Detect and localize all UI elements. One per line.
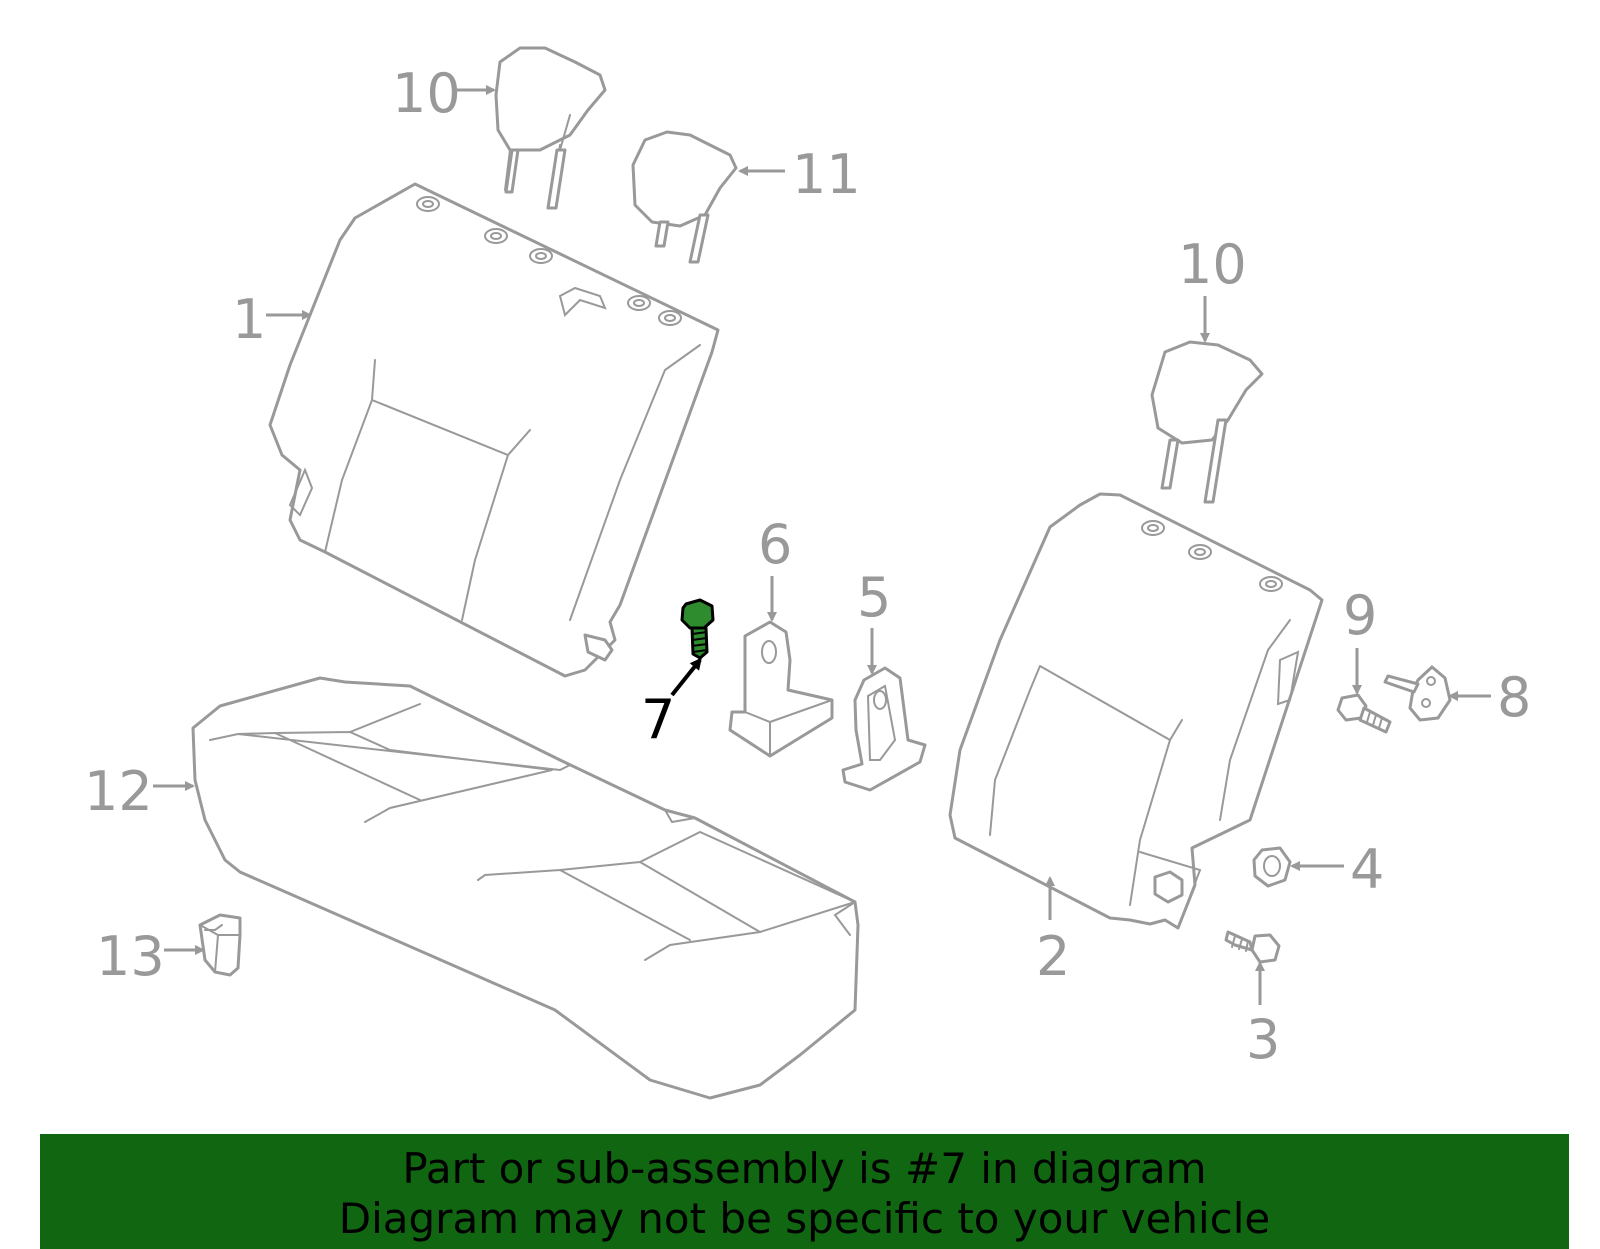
callout-10-left: 10 [392, 62, 461, 125]
callout-8: 8 [1497, 666, 1531, 729]
callout-4: 4 [1350, 838, 1384, 901]
headrest-center [631, 130, 738, 264]
leader-arrows [153, 85, 1491, 1005]
banner-line-1: Part or sub-assembly is #7 in diagram [402, 1144, 1207, 1193]
seatback-left [268, 182, 720, 678]
callout-10-right: 10 [1178, 233, 1247, 296]
banner-line-2: Diagram may not be specific to your vehi… [338, 1194, 1271, 1243]
callout-11: 11 [792, 143, 861, 206]
seat-bracket [841, 666, 927, 792]
nut [1252, 846, 1292, 888]
callout-2: 2 [1036, 925, 1070, 988]
bolt-part-7 [680, 598, 715, 660]
headrest-left [494, 46, 607, 210]
striker [1383, 665, 1452, 722]
bolt-part-3 [1224, 930, 1281, 964]
hinge-bracket [728, 620, 834, 758]
callout-7: 7 [641, 688, 675, 751]
seat-cushion [191, 676, 860, 1100]
callout-3: 3 [1246, 1008, 1280, 1071]
disclaimer-banner: Part or sub-assembly is #7 in diagram Di… [40, 1134, 1569, 1249]
seatback-right [948, 492, 1324, 930]
bolt-part-9 [1336, 693, 1392, 734]
callout-9: 9 [1343, 584, 1377, 647]
clip [198, 913, 242, 977]
callout-12: 12 [84, 760, 153, 823]
callout-5: 5 [857, 566, 891, 629]
headrest-right [1150, 340, 1264, 504]
callout-6: 6 [758, 513, 792, 576]
callout-1: 1 [232, 288, 266, 351]
callout-13: 13 [96, 925, 165, 988]
